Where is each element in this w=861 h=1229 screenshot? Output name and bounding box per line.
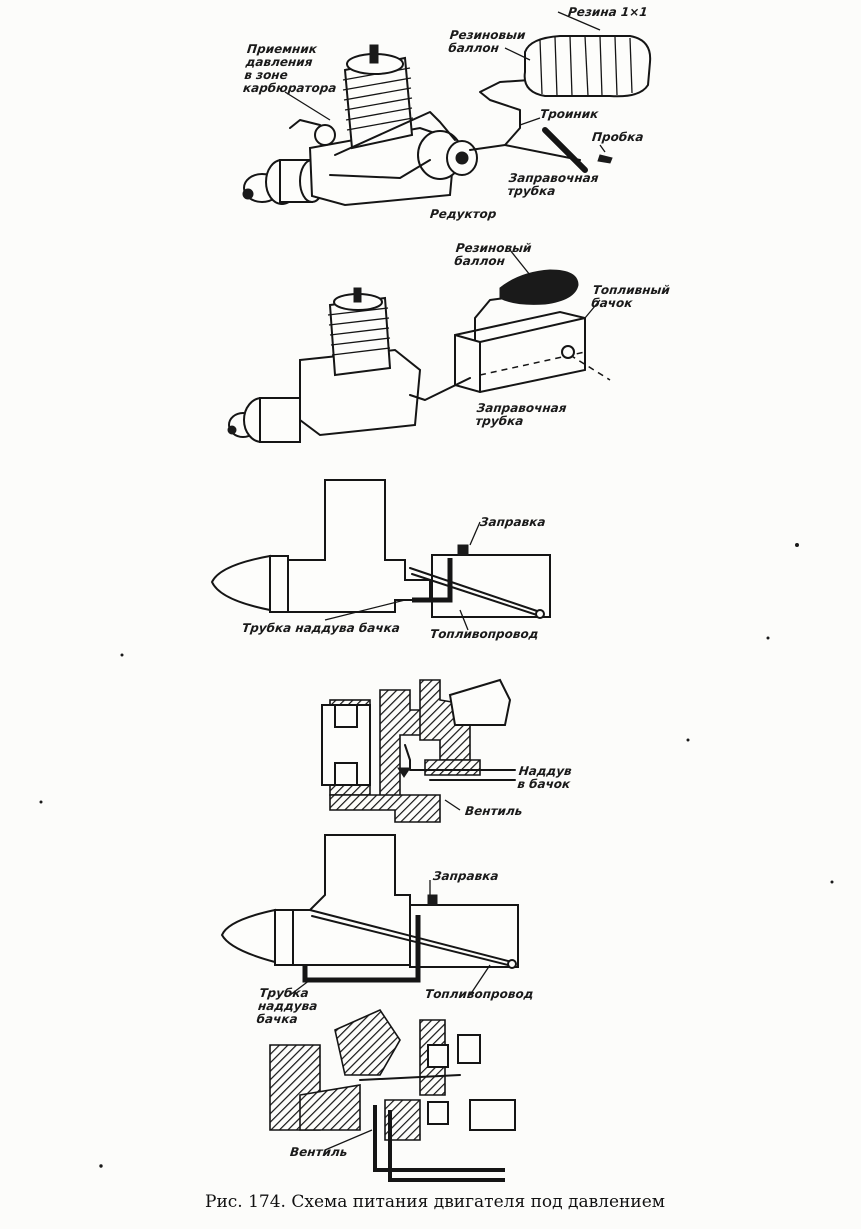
- caption-text: Схема питания двигателя под давлением: [291, 1192, 665, 1212]
- label-rubber-spec: Резина 1×1: [567, 5, 649, 19]
- label-pressure-tube-1: Трубка наддува бачка: [241, 621, 401, 635]
- label-fuel-tank: Топливный бачок: [590, 283, 671, 310]
- label-tee: Троиник: [539, 107, 600, 121]
- label-pressure-tube-2: Трубка наддува бачка: [255, 986, 319, 1026]
- label-fuel-line-1: Топливопровод: [429, 627, 540, 641]
- label-refill-1: Заправка: [479, 515, 547, 529]
- label-rubber-balloon-2: Резиновый баллон: [453, 241, 533, 268]
- figure-4-valve-section: [321, 678, 516, 823]
- leader-lines: [284, 11, 606, 1151]
- label-rubber-balloon-1: Резиновыи баллон: [447, 28, 527, 55]
- scan-specks: [39, 543, 834, 1168]
- figure-1-engine-with-reducer: [242, 35, 652, 207]
- label-valve-1: Вентиль: [464, 804, 524, 818]
- label-fuel-line-2: Топливопровод: [424, 987, 535, 1001]
- label-pressure-receiver: Приемник давления в зоне карбюратора: [242, 42, 338, 95]
- caption-number: Рис. 174.: [205, 1192, 286, 1212]
- label-valve-2: Вентиль: [289, 1145, 349, 1159]
- figure-5-tank-schema: [220, 834, 519, 983]
- figure-caption: Рис. 174. Схема питания двигателя под да…: [205, 1192, 665, 1212]
- figure-6-valve-section: [269, 1008, 516, 1182]
- label-filler-tube-2: Заправочная трубка: [474, 401, 568, 428]
- label-reducer: Редуктор: [429, 207, 498, 221]
- label-filler-tube-1: Заправочная трубка: [506, 171, 600, 198]
- label-plug: Пробка: [591, 130, 645, 144]
- label-refill-2: Заправка: [432, 869, 500, 883]
- figure-2-engine-with-tank: [227, 269, 611, 443]
- figure-3-tank-schema: [210, 479, 551, 619]
- label-pressurize-tank: Наддув в бачок: [516, 764, 573, 791]
